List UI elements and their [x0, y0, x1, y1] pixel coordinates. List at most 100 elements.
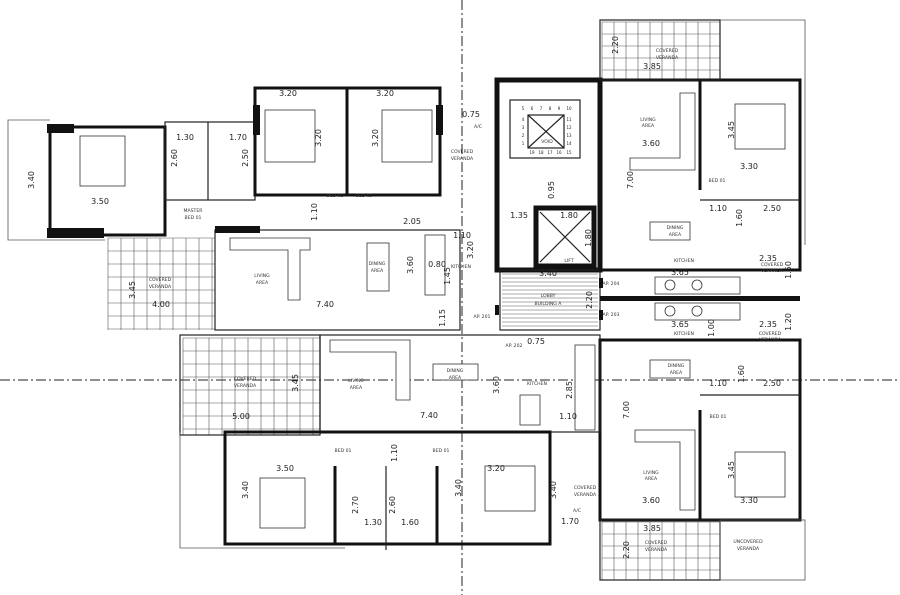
room-label: DINING: [369, 261, 386, 267]
room-label: DINING: [668, 363, 685, 369]
stair-step-number: 4: [522, 117, 525, 122]
room-label: AP. 203: [603, 312, 620, 318]
room-label: COVERED: [759, 331, 782, 337]
stair-step-number: 6: [531, 106, 534, 111]
lift-cross: [539, 211, 591, 263]
bedroom-03-walls: [345, 86, 442, 197]
stair-step-number: 15: [566, 150, 572, 155]
wall-column: [436, 105, 443, 135]
room-label: LIFT: [564, 258, 573, 264]
room-label: AREA: [449, 375, 462, 381]
dimension-label: 1.30: [364, 518, 382, 527]
hob: [664, 279, 676, 291]
room-label: KITCHEN: [674, 258, 694, 264]
dimension-label: 3.20: [314, 129, 323, 147]
dimension-label: 2.20: [622, 541, 631, 559]
room-label: LOBBY: [541, 293, 556, 299]
bedrooms-walls: [223, 430, 552, 546]
room-label: KITCHEN: [451, 264, 471, 270]
kitchen-island: [519, 394, 541, 426]
dimension-label: 3.60: [642, 139, 660, 148]
room-label: BED 02: [327, 193, 344, 199]
dimension-label: 0.75: [527, 337, 545, 346]
dimension-label: 3.50: [91, 197, 109, 206]
dimension-label: 3.45: [128, 281, 137, 299]
room-label: AREA: [350, 385, 363, 391]
sofa: [329, 339, 411, 401]
room-label: COVERED: [149, 277, 172, 283]
covered-veranda: [599, 19, 721, 81]
dimension-label: 1.60: [401, 518, 419, 527]
dimension-label: 7.00: [626, 171, 635, 189]
staircase: [509, 99, 581, 159]
uncovered-veranda: [719, 519, 806, 581]
room-label: AREA: [669, 232, 682, 238]
room-label: AREA: [256, 280, 269, 286]
dimension-label: 7.00: [622, 401, 631, 419]
dimension-label: 1.60: [737, 365, 746, 383]
dimension-label: 1.45: [443, 267, 452, 285]
apartment-204: [598, 19, 806, 321]
room-label: VERANDA: [574, 492, 597, 498]
sofa: [229, 237, 311, 301]
room-label: COVERED: [451, 149, 474, 155]
dimension-label: 1.15: [438, 309, 447, 327]
entrance-door-ap-203[interactable]: [599, 310, 603, 320]
dimension-label: 1.10: [709, 379, 727, 388]
dimension-label: 2.20: [585, 291, 594, 309]
dimension-label: 1.00: [707, 319, 716, 337]
dimension-label: 3.40: [454, 479, 463, 497]
dimension-label: 3.30: [740, 162, 758, 171]
dimension-label: 0.95: [547, 181, 556, 199]
room-label: BED 01: [433, 448, 450, 454]
covered-veranda: [179, 334, 321, 436]
stair-step-number: 16: [556, 150, 562, 155]
stair-step-number: 18: [538, 150, 544, 155]
room-label: VERANDA: [645, 547, 668, 553]
room-label: VERANDA: [656, 55, 679, 61]
entrance-door-ap-204[interactable]: [599, 278, 603, 288]
room-label: UNCOVERED: [733, 539, 763, 545]
dimension-label: 7.40: [316, 300, 334, 309]
dimension-label: 3.20: [466, 241, 475, 259]
room-label: LIVING: [640, 117, 656, 123]
dimension-label: 2.35: [759, 254, 777, 263]
room-label: AP. 202: [506, 343, 523, 349]
void-cross: [527, 114, 565, 149]
dimension-label: 2.50: [763, 379, 781, 388]
dimension-label: 1.50: [784, 261, 793, 279]
dimension-label: 3.45: [291, 374, 300, 392]
dimension-label: 3.30: [740, 496, 758, 505]
room-label: BED 01: [185, 215, 202, 221]
dimension-label: 3.40: [539, 269, 557, 278]
entrance-door-ap-201[interactable]: [495, 305, 499, 315]
apartment-203: [598, 338, 806, 581]
dimension-label: 3.20: [487, 464, 505, 473]
dimension-label: 1.80: [584, 229, 593, 247]
dimension-label: 3.20: [279, 89, 297, 98]
dimension-label: 1.70: [561, 517, 579, 526]
lift-shaft: [533, 205, 597, 269]
dimension-label: 1.10: [310, 203, 319, 221]
room-label: VERANDA: [234, 383, 257, 389]
sink: [691, 305, 703, 317]
terrace-outline: [7, 119, 105, 241]
shared-wall: [600, 296, 800, 301]
dining-table: [432, 363, 479, 381]
dimension-label: 3.85: [643, 524, 661, 533]
room-label: BUILDING A: [535, 301, 563, 307]
room-label: AREA: [645, 476, 658, 482]
dimension-label: 3.65: [671, 320, 689, 329]
dimension-label: 0.80: [428, 260, 446, 269]
room-label: DINING: [447, 368, 464, 374]
room-label: VERANDA: [149, 284, 172, 290]
dimension-label: 3.45: [727, 461, 736, 479]
room-label: COVERED: [234, 376, 257, 382]
dimension-label: 7.40: [420, 411, 438, 420]
dimension-label: 3.45: [727, 121, 736, 139]
dimension-label: 1.70: [229, 133, 247, 142]
bed: [264, 109, 316, 163]
room-label: A/C: [573, 508, 581, 514]
